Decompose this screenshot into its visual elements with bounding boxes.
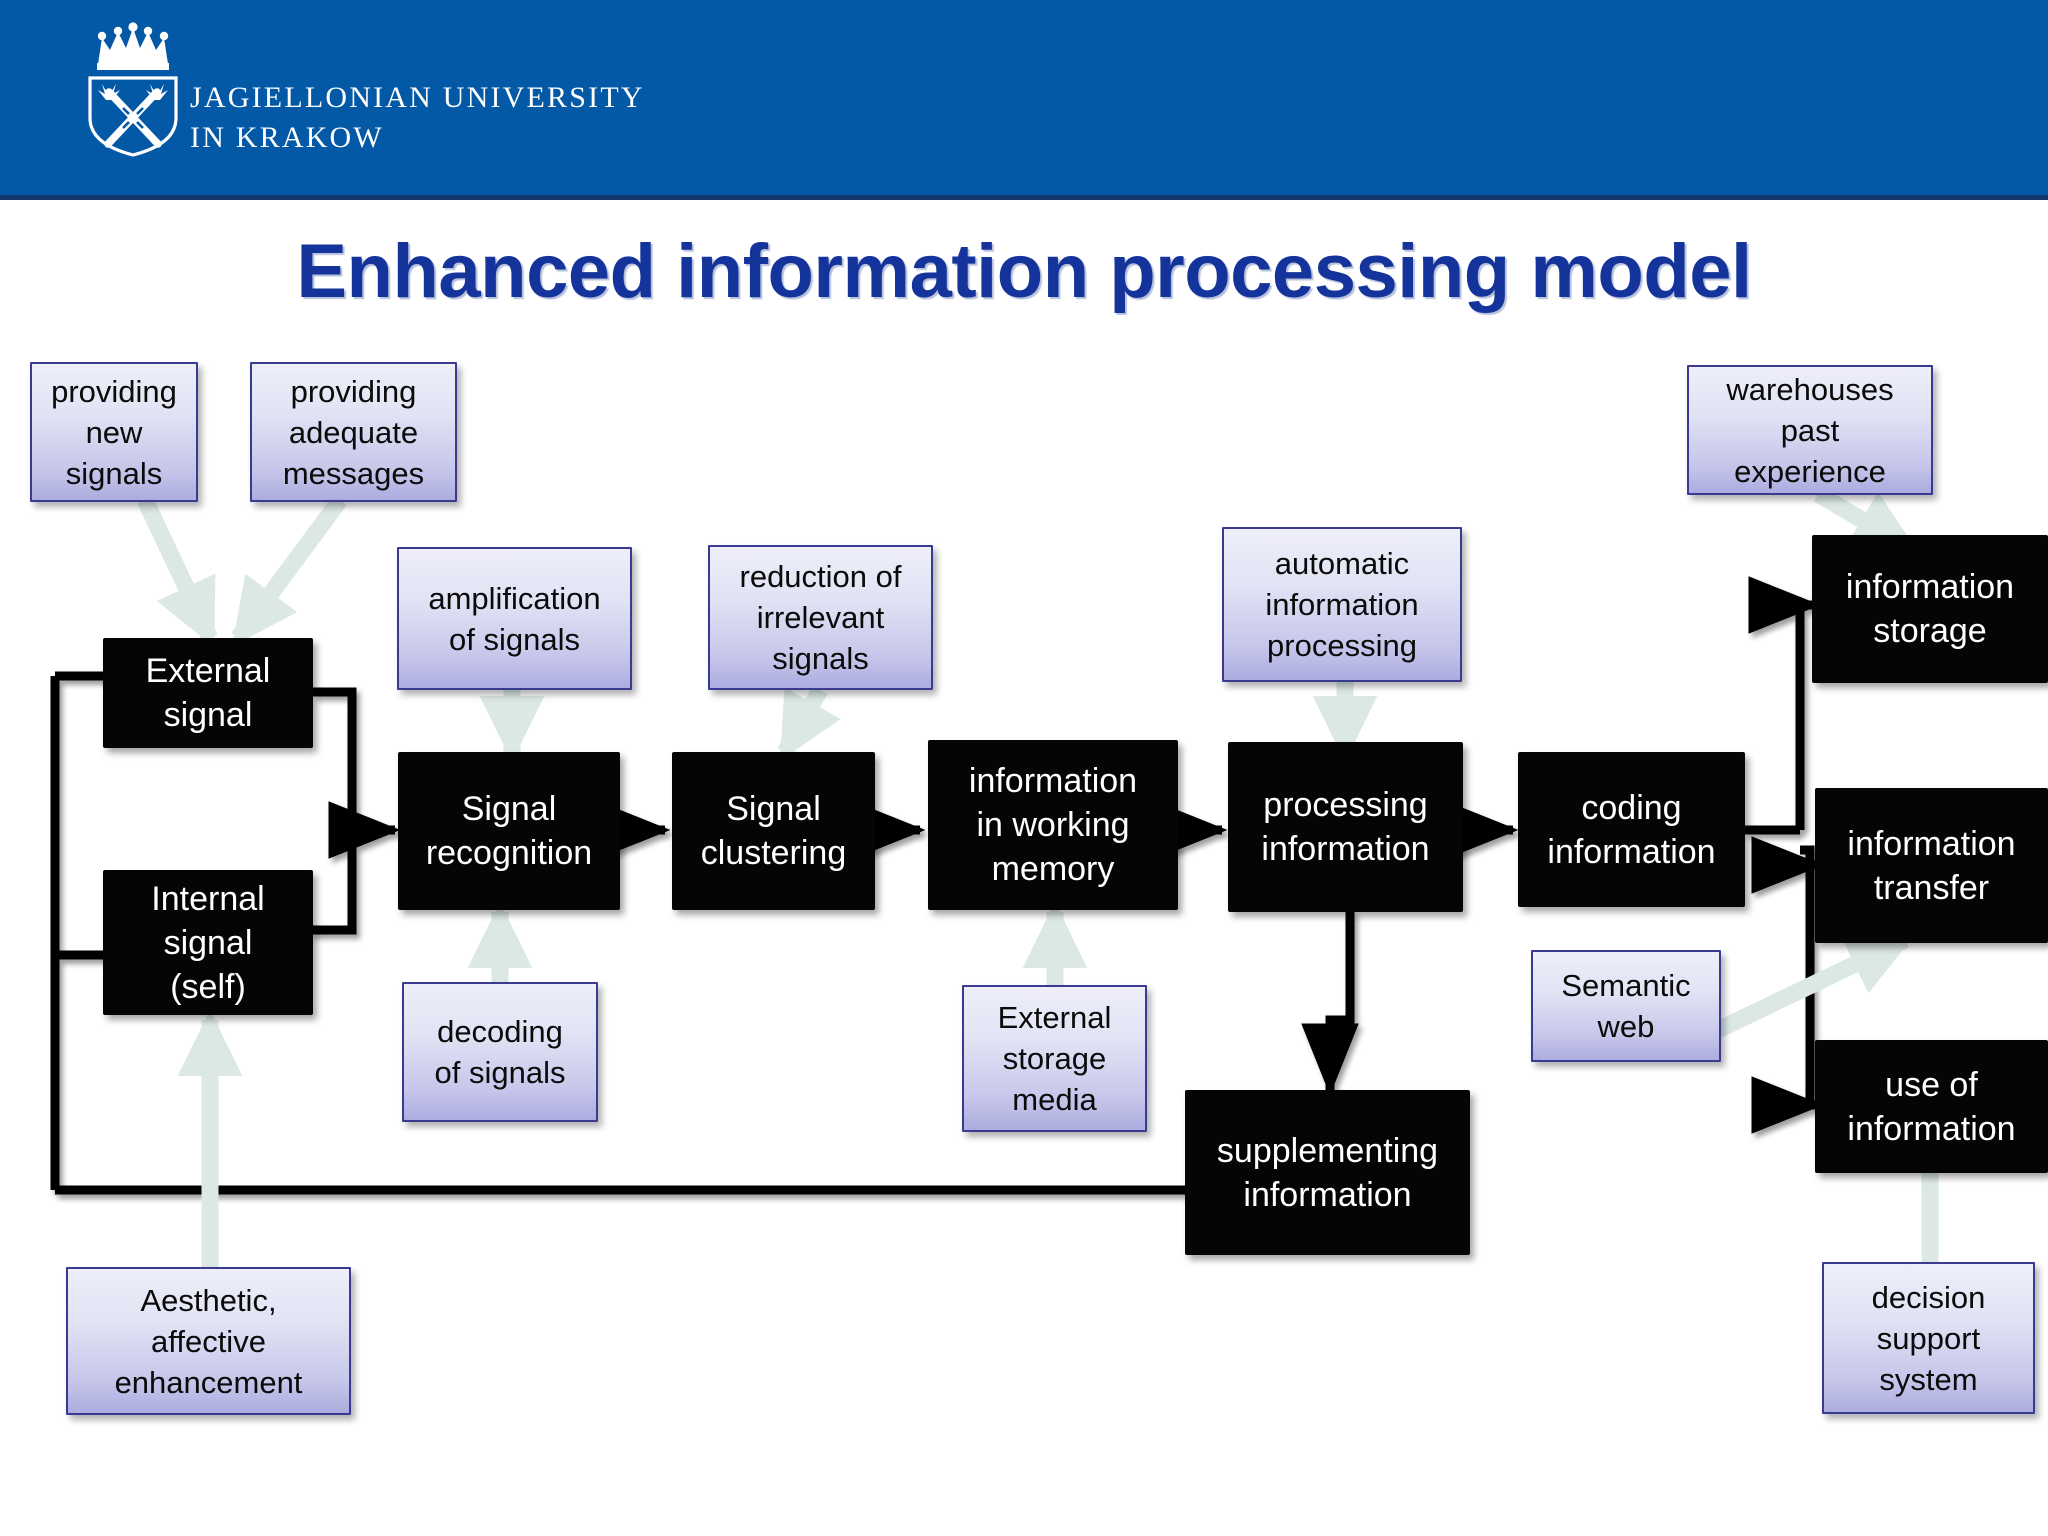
annotation-automatic-information-processing[interactable]: automatic information processing bbox=[1222, 527, 1462, 682]
process-internal-signal[interactable]: Internal signal (self) bbox=[103, 870, 313, 1015]
wire-coding-to-storage bbox=[1748, 576, 1821, 830]
soft-arrow-semantic-web bbox=[1714, 932, 1915, 1038]
annotation-decoding-of-signals[interactable]: decoding of signals bbox=[402, 982, 598, 1122]
soft-arrow-reduction bbox=[777, 685, 841, 761]
annotation-decision-support-system[interactable]: decision support system bbox=[1822, 1262, 2035, 1414]
process-processing-information[interactable]: processing information bbox=[1228, 742, 1463, 912]
process-external-signal[interactable]: External signal bbox=[103, 638, 313, 748]
annotation-providing-adequate-messages[interactable]: providing adequate messages bbox=[250, 362, 457, 502]
wire-signals-merge bbox=[310, 687, 357, 935]
process-signal-recognition[interactable]: Signal recognition bbox=[398, 752, 620, 910]
process-coding-information[interactable]: coding information bbox=[1518, 752, 1745, 907]
wire-processing-to-supplementing bbox=[1301, 910, 1359, 1096]
jagiellonian-crest-icon bbox=[68, 22, 198, 157]
process-working-memory[interactable]: information in working memory bbox=[928, 740, 1178, 910]
annotation-providing-new-signals[interactable]: providing new signals bbox=[30, 362, 198, 502]
process-information-storage[interactable]: information storage bbox=[1812, 535, 2048, 683]
annotation-external-storage-media[interactable]: External storage media bbox=[962, 985, 1147, 1132]
slide-header-band: JAGIELLONIAN UNIVERSITY IN KRAKOW bbox=[0, 0, 2048, 200]
soft-arrow-providing-new-signals bbox=[137, 496, 218, 648]
annotation-warehouses-past-experience[interactable]: warehouses past experience bbox=[1687, 365, 1933, 495]
university-name: JAGIELLONIAN UNIVERSITY IN KRAKOW bbox=[190, 81, 645, 154]
process-supplementing-information[interactable]: supplementing information bbox=[1185, 1090, 1470, 1255]
process-signal-clustering[interactable]: Signal clustering bbox=[672, 752, 875, 910]
annotation-aesthetic-affective-enhancement[interactable]: Aesthetic, affective enhancement bbox=[66, 1267, 351, 1415]
annotation-amplification-of-signals[interactable]: amplification of signals bbox=[397, 547, 632, 690]
process-information-transfer[interactable]: information transfer bbox=[1815, 788, 2048, 943]
soft-arrow-providing-adequate-messages bbox=[231, 494, 347, 647]
annotation-semantic-web[interactable]: Semantic web bbox=[1531, 950, 1721, 1062]
annotation-reduction-of-irrelevant-signals[interactable]: reduction of irrelevant signals bbox=[708, 545, 933, 690]
page-title: Enhanced information processing model bbox=[296, 229, 1752, 314]
process-use-of-information[interactable]: use of information bbox=[1815, 1040, 2048, 1173]
